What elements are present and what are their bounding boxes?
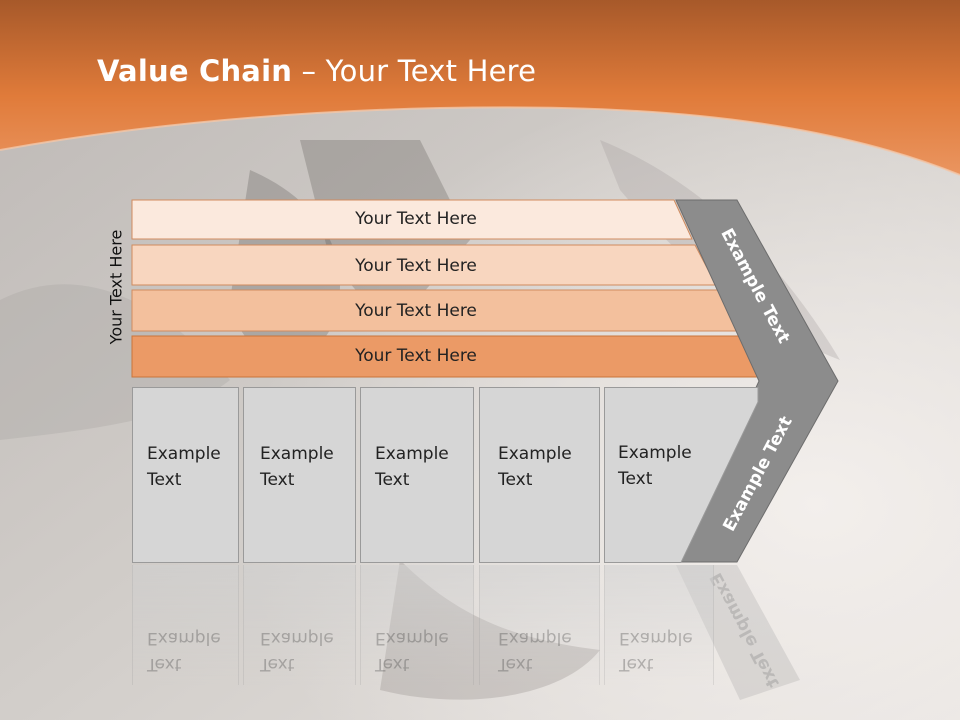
box-5-line2: Text [618, 469, 653, 489]
box-5-line1: Example [618, 443, 692, 463]
reflection-1-line1: Example [147, 628, 221, 648]
example-box-5-shape [604, 387, 759, 563]
reflection-5-line1: Example [619, 628, 693, 648]
title-bold: Value Chain [97, 54, 293, 88]
box-4-line2: Text [498, 470, 533, 490]
reflection-3-line2: Text [375, 654, 410, 674]
slide-title: Value Chain – Your Text Here [97, 54, 536, 88]
box-2-line1: Example [260, 444, 334, 464]
box-reflection-3: Text Example [360, 565, 474, 685]
box-reflection-1: Text Example [132, 565, 239, 685]
reflection-2-line1: Example [260, 628, 334, 648]
band-label-4: Your Text Here [355, 346, 477, 366]
title-rest: – Your Text Here [292, 54, 537, 88]
reflection-4-line2: Text [498, 654, 533, 674]
box-1-line1: Example [147, 444, 221, 464]
reflection-1-line2: Text [147, 654, 182, 674]
box-reflection-2: Text Example [243, 565, 356, 685]
box-3-line2: Text [375, 470, 410, 490]
chevron-arrow [675, 199, 839, 563]
reflection-2-line2: Text [260, 654, 295, 674]
reflection-5-line2: Text [619, 654, 654, 674]
box-3-line1: Example [375, 444, 449, 464]
reflection-3-line1: Example [375, 628, 449, 648]
box-reflection-5: Text Example [604, 565, 714, 685]
band-label-1: Your Text Here [355, 209, 477, 229]
box-reflection-4: Text Example [479, 565, 600, 685]
box-4-line1: Example [498, 444, 572, 464]
band-label-2: Your Text Here [355, 256, 477, 276]
reflection-4-line1: Example [498, 628, 572, 648]
box-2-line2: Text [260, 470, 295, 490]
band-shape-1 [131, 199, 693, 240]
box-1-line2: Text [147, 470, 182, 490]
band-label-3: Your Text Here [355, 301, 477, 321]
